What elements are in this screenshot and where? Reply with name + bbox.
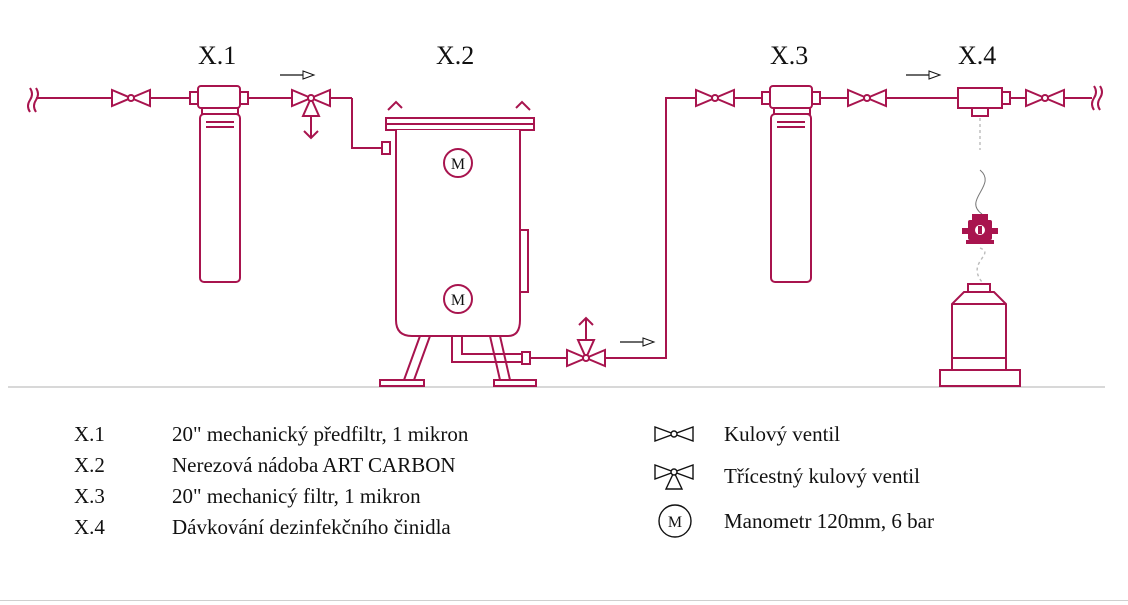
symbol-legend-label: Manometr 120mm, 6 bar xyxy=(724,509,934,533)
legend-description: Nerezová nádoba ART CARBON xyxy=(172,453,456,477)
legend-description: Dávkování dezinfekčního činidla xyxy=(172,515,451,539)
drain-arrow-icon xyxy=(578,316,594,340)
three-way-ball-valve-icon xyxy=(566,339,606,368)
ball-valve-icon xyxy=(111,88,151,108)
pipe-middle xyxy=(530,97,696,359)
ball-valve-icon xyxy=(847,88,887,108)
three-way-ball-valve-icon xyxy=(654,463,694,490)
manometer-bottom-label: M xyxy=(451,292,465,309)
dosing-pump-icon xyxy=(962,214,998,244)
outlet-break-icon xyxy=(1091,85,1103,111)
unit-label-x3: X.3 xyxy=(770,41,808,70)
dosing-line xyxy=(975,118,986,283)
bottom-rule xyxy=(0,600,1128,601)
unit-label-x1: X.1 xyxy=(198,41,236,70)
manometer-icon: M xyxy=(658,504,692,538)
filter-x3 xyxy=(761,85,821,283)
legend-description: 20" mechanický předfiltr, 1 mikron xyxy=(172,422,469,446)
symbol-legend-label: Třícestný kulový ventil xyxy=(724,464,920,488)
ball-valve-icon xyxy=(1025,88,1065,108)
ball-valve-icon xyxy=(654,425,694,443)
filter-x1 xyxy=(189,85,249,283)
manometer-legend-label: M xyxy=(668,514,682,531)
legend-code: X.3 xyxy=(74,484,105,508)
flow-arrow-icon xyxy=(280,70,316,80)
flow-arrow-icon xyxy=(906,70,942,80)
legend-code: X.4 xyxy=(74,515,105,539)
flow-arrow-icon xyxy=(620,337,656,347)
symbol-legend-label: Kulový ventil xyxy=(724,422,841,446)
legend-code: X.2 xyxy=(74,453,105,477)
chemical-container xyxy=(939,283,1021,387)
ball-valve-icon xyxy=(695,88,735,108)
manometer-icon: M xyxy=(443,284,473,314)
inlet-break-icon xyxy=(27,87,39,113)
manometer-icon: M xyxy=(443,148,473,178)
legend-code: X.1 xyxy=(74,422,105,446)
unit-label-x2: X.2 xyxy=(436,41,474,70)
drain-arrow-icon xyxy=(303,116,319,140)
three-way-ball-valve-icon xyxy=(291,88,331,117)
dosing-tee-x4 xyxy=(957,87,1011,117)
pipe-left xyxy=(36,97,382,149)
unit-label-x4: X.4 xyxy=(958,41,996,70)
tank-x2 xyxy=(379,100,537,387)
legend-description: 20" mechanicý filtr, 1 mikron xyxy=(172,484,421,508)
manometer-top-label: M xyxy=(451,156,465,173)
